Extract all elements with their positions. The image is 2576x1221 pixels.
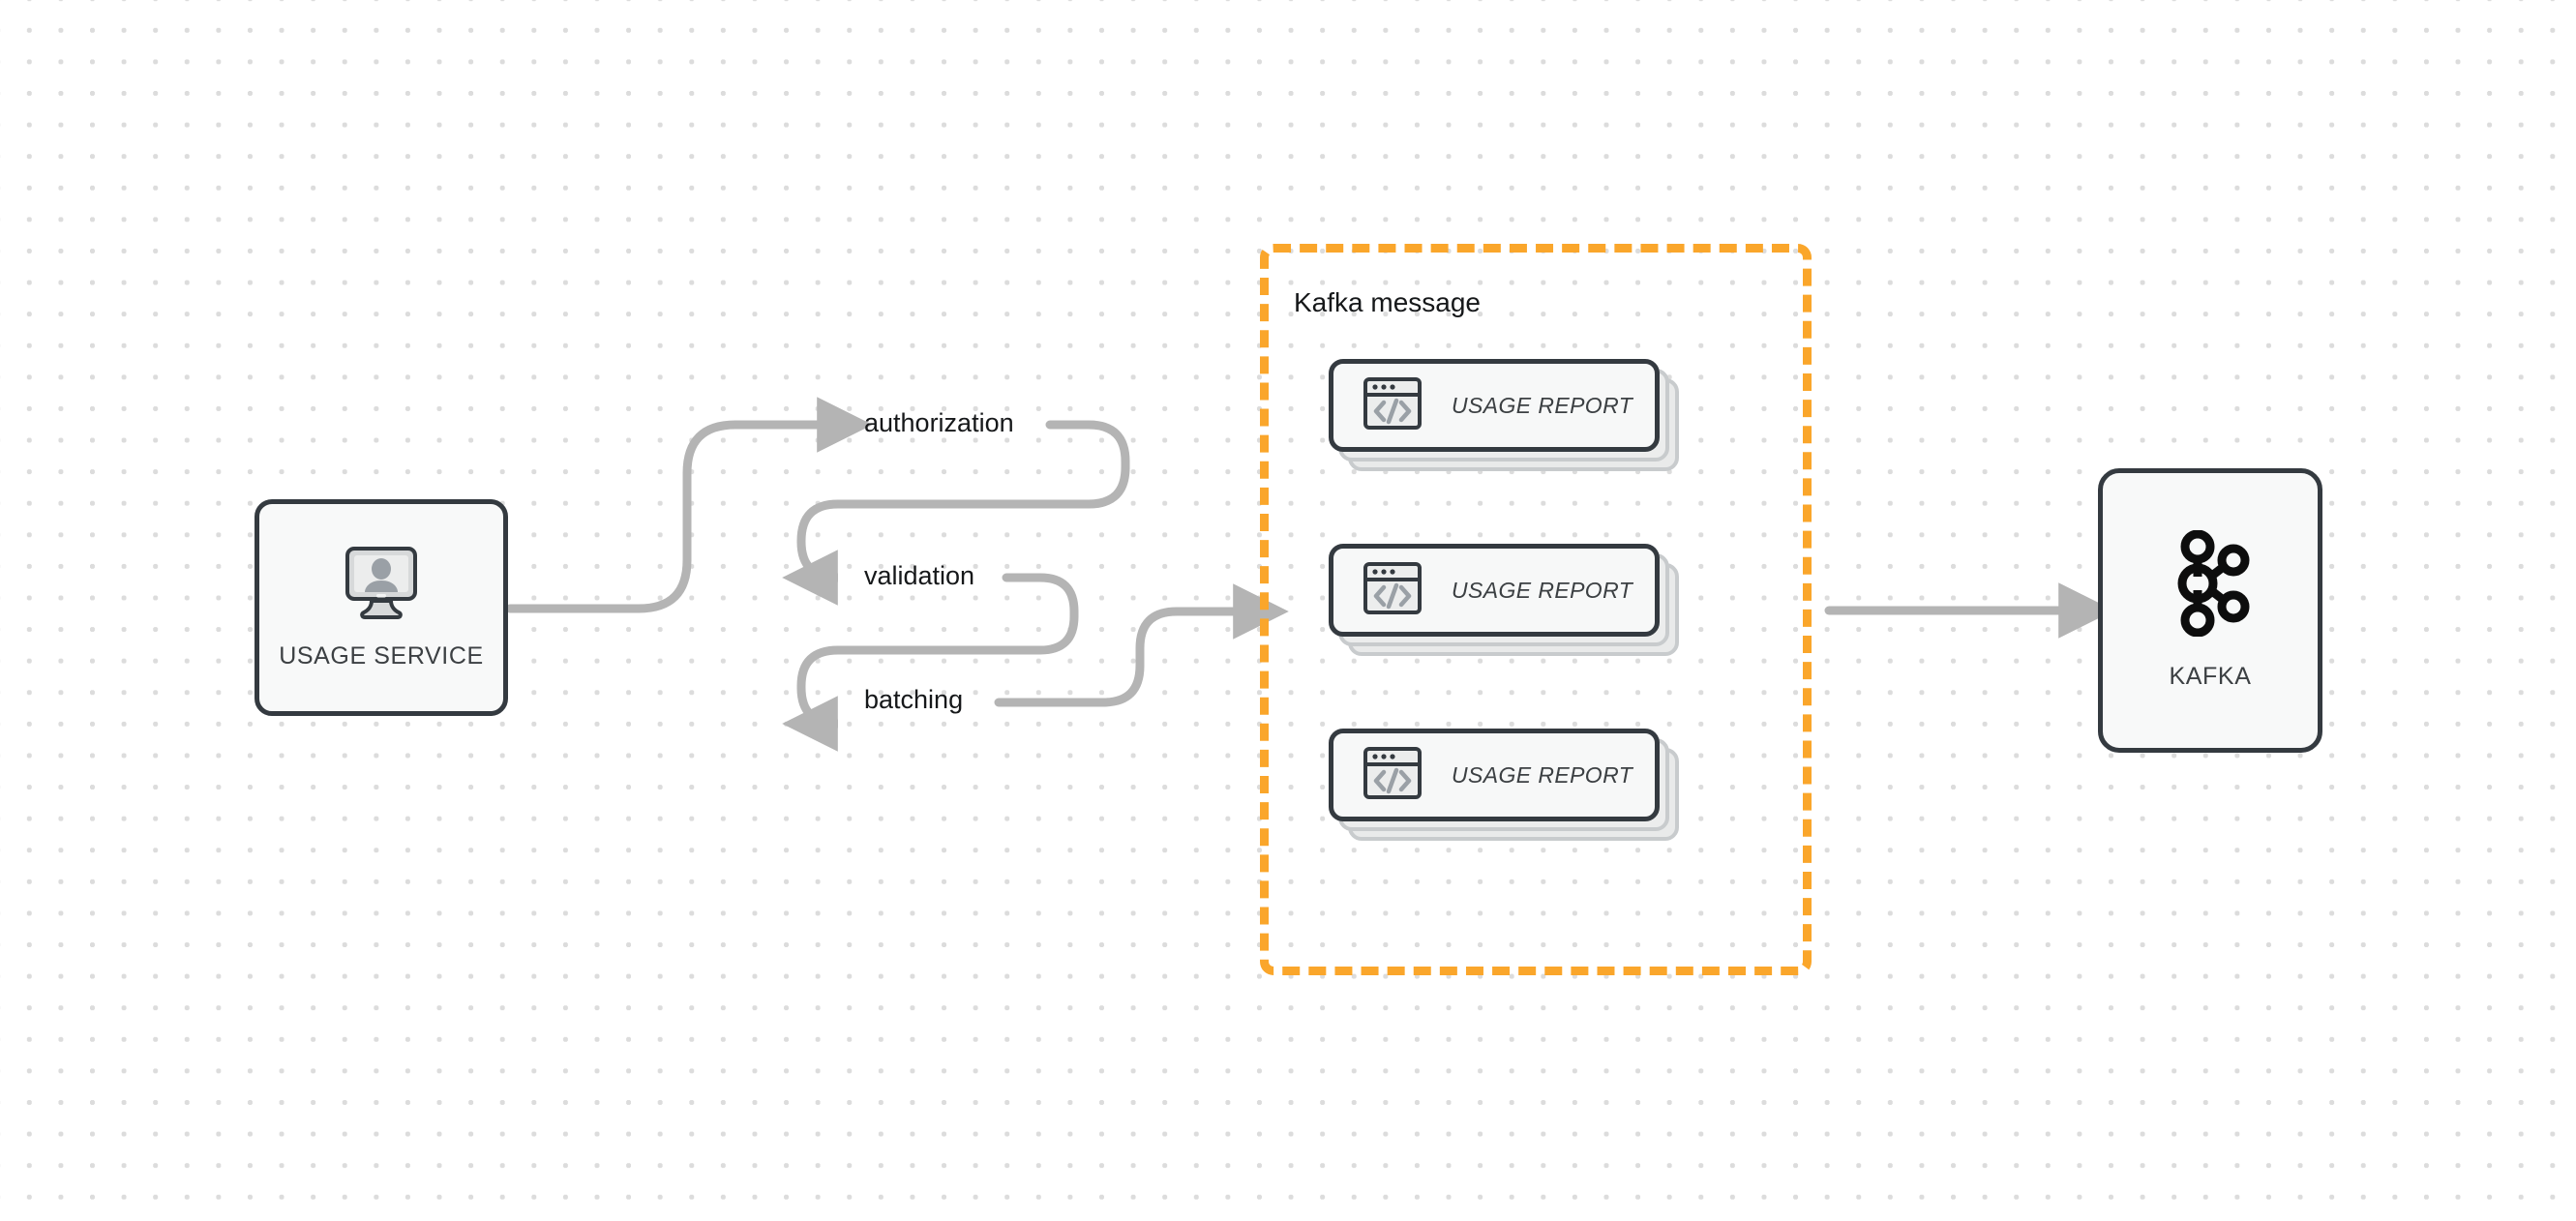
- card-stack-layer-front: USAGE REPORT: [1329, 544, 1660, 637]
- step-label-batching[interactable]: batching: [864, 685, 964, 714]
- node-label-kafka: KAFKA: [2169, 663, 2252, 690]
- node-kafka[interactable]: KAFKA: [2098, 468, 2322, 753]
- card-stack-layer-front: USAGE REPORT: [1329, 729, 1660, 821]
- step-label-validation[interactable]: validation: [864, 561, 975, 590]
- node-label-usage-service: USAGE SERVICE: [279, 642, 484, 670]
- card-label-usage-report: USAGE REPORT: [1452, 761, 1633, 788]
- card-usage-report[interactable]: USAGE REPORT: [1329, 544, 1679, 656]
- group-kafka-message[interactable]: [1260, 244, 1812, 975]
- group-title-kafka-message: Kafka message: [1294, 287, 1481, 317]
- code-window-icon: [1363, 558, 1423, 623]
- card-usage-report[interactable]: USAGE REPORT: [1329, 729, 1679, 841]
- monitor-user-icon: [340, 545, 423, 625]
- card-label-usage-report: USAGE REPORT: [1452, 392, 1633, 418]
- step-label-authorization[interactable]: authorization: [864, 408, 1014, 437]
- node-usage-service[interactable]: USAGE SERVICE: [255, 499, 508, 716]
- edge-authorization-to-validation: [782, 420, 1130, 606]
- card-usage-report[interactable]: USAGE REPORT: [1329, 359, 1679, 471]
- code-window-icon: [1363, 743, 1423, 808]
- card-label-usage-report: USAGE REPORT: [1452, 577, 1633, 603]
- card-stack-layer-front: USAGE REPORT: [1329, 359, 1660, 452]
- code-window-icon: [1363, 373, 1423, 438]
- kafka-logo-icon: [2166, 529, 2255, 641]
- edge-batching-to-kafka-message: [994, 583, 1289, 707]
- edge-usage-service-to-authorization: [505, 397, 873, 613]
